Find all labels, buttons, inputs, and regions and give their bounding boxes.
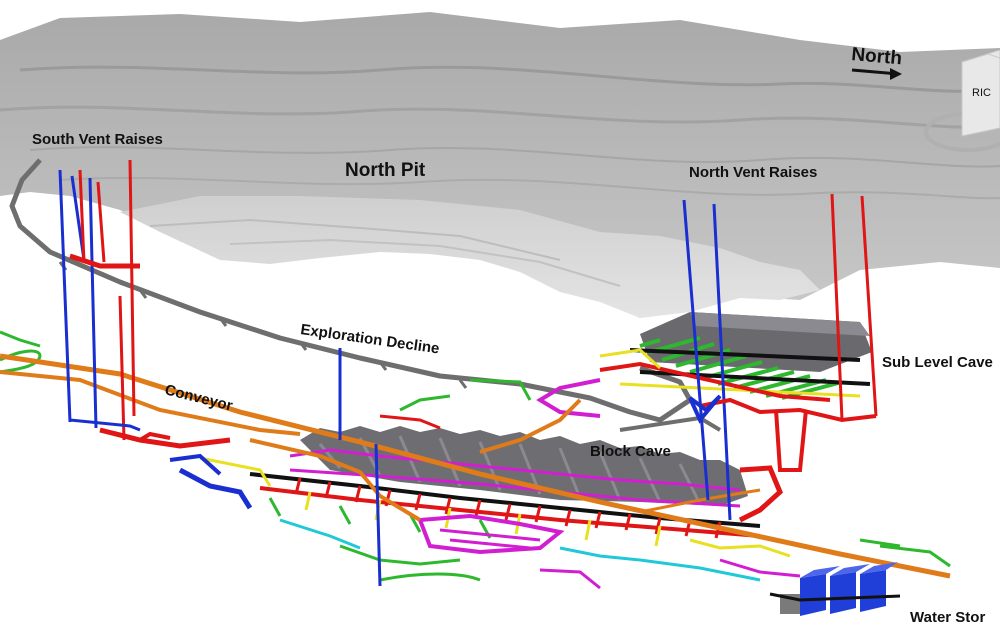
water-storage-tanks [769,562,901,616]
north-pit-label: North Pit [345,160,426,181]
building-sign: RIC [972,87,991,99]
lower-workings [0,330,951,590]
surface-building: RIC [924,49,1000,152]
north-vent-raises [682,193,878,521]
south-vent-raises [58,159,141,441]
sub-level-cave-drifts [599,336,871,402]
sub-level-cave-label: Sub Level Cave [882,354,993,371]
conveyor-label: Conveyor [163,381,234,414]
exploration-decline-label: Exploration Decline [299,321,440,357]
block-cave-label: Block Cave [590,443,671,460]
terrain-surface [0,12,1000,318]
central-raise [338,348,382,587]
north-arrow-icon [851,68,902,80]
south-vent-raises-label: South Vent Raises [32,131,163,148]
water-storage-label: Water Stor [910,609,985,626]
north-arrow-label: North [851,44,903,69]
north-vent-raises-label: North Vent Raises [689,164,817,181]
north-pit-shell [120,196,820,318]
conveyor-line [0,353,951,579]
